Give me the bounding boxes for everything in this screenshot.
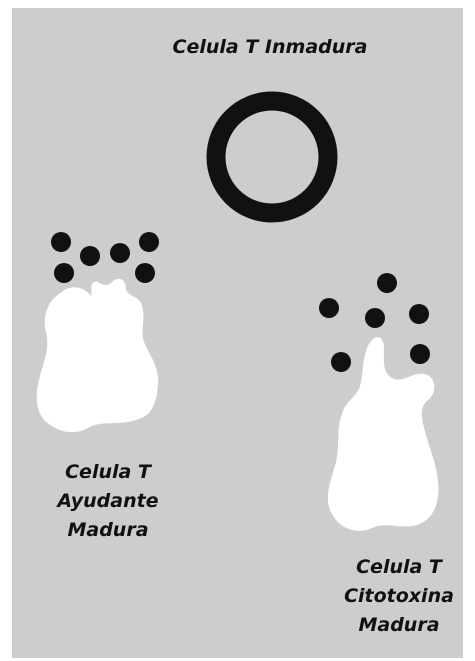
helper-granule bbox=[135, 263, 155, 283]
cytotoxic-label-line: Celula T bbox=[315, 553, 475, 582]
cytotoxic-granule bbox=[409, 304, 429, 324]
cytotoxic-granule bbox=[377, 273, 397, 293]
helper-granule bbox=[110, 243, 130, 263]
helper-label-line: Madura bbox=[28, 516, 188, 545]
helper-label-line: Ayudante bbox=[28, 487, 188, 516]
helper-granule bbox=[54, 263, 74, 283]
helper-t-cell bbox=[37, 279, 159, 432]
immature-cell-title: Celula T Inmadura bbox=[150, 36, 390, 58]
cytotoxic-granule bbox=[319, 298, 339, 318]
cytotoxic-label-line: Madura bbox=[315, 611, 475, 640]
helper-cell-label: Celula T Ayudante Madura bbox=[28, 458, 188, 545]
cytotoxic-granule bbox=[331, 352, 351, 372]
cytotoxic-label-line: Citotoxina bbox=[315, 582, 475, 611]
helper-granule bbox=[51, 232, 71, 252]
helper-label-line: Celula T bbox=[28, 458, 188, 487]
helper-granules bbox=[51, 232, 159, 283]
immature-t-cell bbox=[216, 101, 328, 213]
helper-granule bbox=[80, 246, 100, 266]
cytotoxic-granule bbox=[410, 344, 430, 364]
helper-granule bbox=[139, 232, 159, 252]
cytotoxic-granule bbox=[365, 308, 385, 328]
cytotoxic-cell-label: Celula T Citotoxina Madura bbox=[315, 553, 475, 640]
